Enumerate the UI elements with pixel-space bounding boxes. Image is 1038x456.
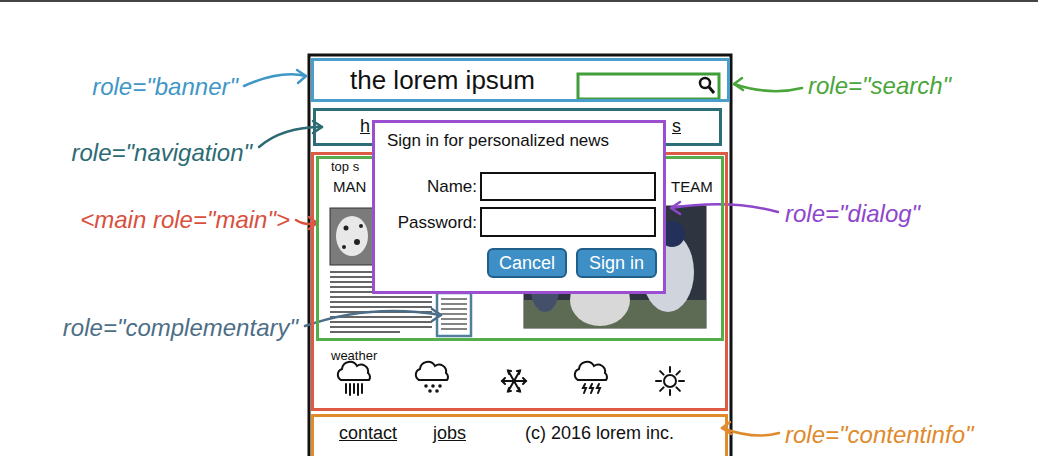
role-callout: role="dialog" bbox=[785, 200, 920, 228]
dog-spot bbox=[344, 226, 349, 231]
leader-arrow bbox=[671, 202, 778, 214]
picture-frame bbox=[330, 208, 375, 265]
role-callout: role="banner" bbox=[92, 73, 238, 101]
footer-link: jobs bbox=[433, 423, 466, 444]
rain-icon bbox=[338, 362, 370, 395]
contentinfo-region: contact jobs (c) 2016 lorem inc. bbox=[311, 414, 728, 456]
dog-spot bbox=[342, 245, 346, 249]
search-box bbox=[578, 74, 719, 99]
copyright-note: (c) 2016 lorem inc. bbox=[525, 423, 674, 444]
snow-icon bbox=[502, 371, 526, 392]
role-callout: role="complementary" bbox=[63, 314, 298, 342]
cancel-button: Cancel bbox=[487, 248, 567, 278]
dialog-box: Sign in for personalized newsName: Passwo… bbox=[372, 120, 666, 294]
dog-spot bbox=[354, 239, 360, 245]
sun-icon bbox=[656, 367, 684, 395]
footer-link: contact bbox=[339, 423, 397, 444]
nav-link: s bbox=[672, 116, 681, 137]
section-heading: weather bbox=[331, 349, 377, 364]
top-edge-bar bbox=[0, 0, 1038, 2]
leader-arrow bbox=[734, 78, 802, 91]
dog-spot bbox=[359, 224, 363, 228]
role-callout: role="contentinfo" bbox=[785, 421, 974, 449]
dialog-title: Sign in for personalized news bbox=[387, 131, 609, 151]
headline: TEAM bbox=[671, 178, 713, 195]
dog-picture bbox=[330, 208, 375, 265]
headline: MAN bbox=[333, 178, 366, 195]
field-label: Name: bbox=[427, 177, 477, 197]
storm-icon bbox=[575, 362, 607, 393]
aside-text-lines bbox=[441, 299, 467, 329]
leader-arrows bbox=[244, 70, 802, 436]
field-label: Password: bbox=[398, 213, 477, 233]
magnifier-lens bbox=[700, 78, 710, 88]
drizzle-icon bbox=[416, 362, 448, 392]
button-label: Cancel bbox=[499, 253, 555, 274]
magnifier-handle bbox=[709, 87, 714, 93]
nav-link: h bbox=[360, 116, 370, 137]
section-heading: top s bbox=[331, 160, 359, 175]
banner-region: the lorem ipsum bbox=[311, 58, 730, 102]
leader-arrow bbox=[305, 309, 441, 326]
page-frame bbox=[309, 55, 731, 456]
role-callout: role="search" bbox=[808, 72, 951, 100]
role-callout: role="navigation" bbox=[72, 139, 253, 167]
weather-icons bbox=[338, 362, 684, 395]
dog-head bbox=[336, 216, 368, 256]
submit-button: Sign in bbox=[576, 248, 657, 278]
search-field bbox=[578, 74, 719, 99]
site-title: the lorem ipsum bbox=[350, 66, 535, 96]
leader-arrow bbox=[722, 422, 779, 436]
button-label: Sign in bbox=[589, 253, 644, 274]
leader-arrow bbox=[244, 70, 306, 86]
role-callout: <main role="main"> bbox=[80, 206, 290, 234]
